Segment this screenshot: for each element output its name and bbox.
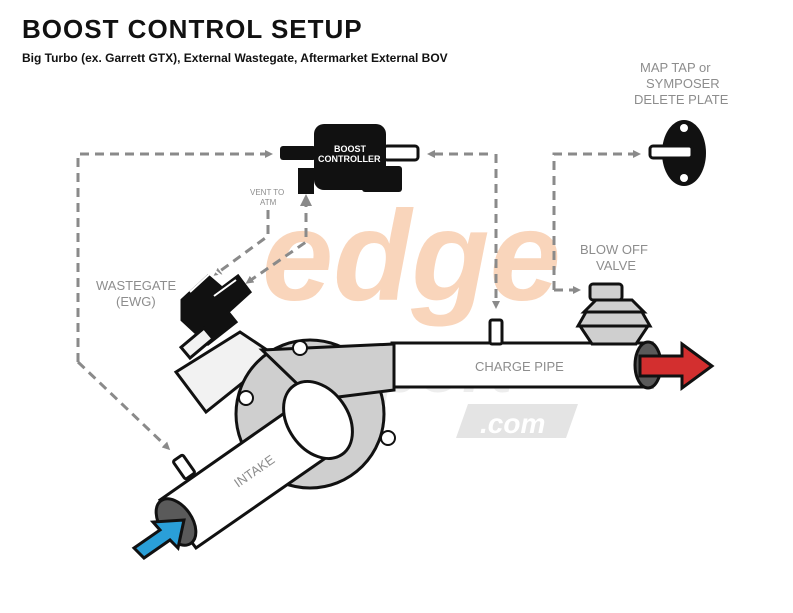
page-subtitle: Big Turbo (ex. Garrett GTX), External Wa… [22,51,448,65]
controller-port-down [298,168,314,194]
boost-controller: BOOST CONTROLLER [280,124,420,194]
turbo-bolt [380,430,396,446]
turbo-bolt [292,340,308,356]
bov-label-1: BLOW OFF [580,242,648,257]
line-vent [213,210,270,276]
blow-off-valve [575,282,653,346]
controller-label-2: CONTROLLER [318,154,381,164]
charge-pipe-label: CHARGE PIPE [475,359,564,374]
line-to-map-tap [552,150,641,290]
bov-label-2: VALVE [596,258,636,273]
map-tap-plate [648,120,706,186]
vent-label-2: ATM [260,198,277,207]
controller-label-1: BOOST [334,144,367,154]
wastegate-label-2: (EWG) [116,294,156,309]
watermark-domain: .com [480,408,545,439]
controller-solenoid [362,166,402,192]
outlet-arrow [638,341,715,391]
charge-pipe-nipple [488,318,504,346]
line-controller-to-wastegate [245,198,308,284]
wastegate [178,268,253,361]
intake-nipple [172,453,196,481]
map-label-3: DELETE PLATE [634,92,729,107]
arrow-up-controller [300,194,312,206]
vent-label-1: VENT TO [250,188,284,197]
line-to-intake [76,360,171,451]
watermark-brand: edge [262,185,561,328]
watermark-domain-box [456,404,578,438]
wastegate-label-1: WASTEGATE [96,278,177,293]
intake-arrow [131,518,186,560]
turbo-bolt [238,390,254,406]
map-label-1: MAP TAP or [640,60,711,75]
page-title: BOOST CONTROL SETUP [22,14,363,44]
line-to-controller-left [76,150,273,362]
controller-port-left [280,146,316,160]
vacuum-lines [76,150,641,451]
controller-port-right [382,144,420,162]
charge-pipe: CHARGE PIPE [390,318,663,390]
map-label-2: SYMPOSER [646,76,720,91]
